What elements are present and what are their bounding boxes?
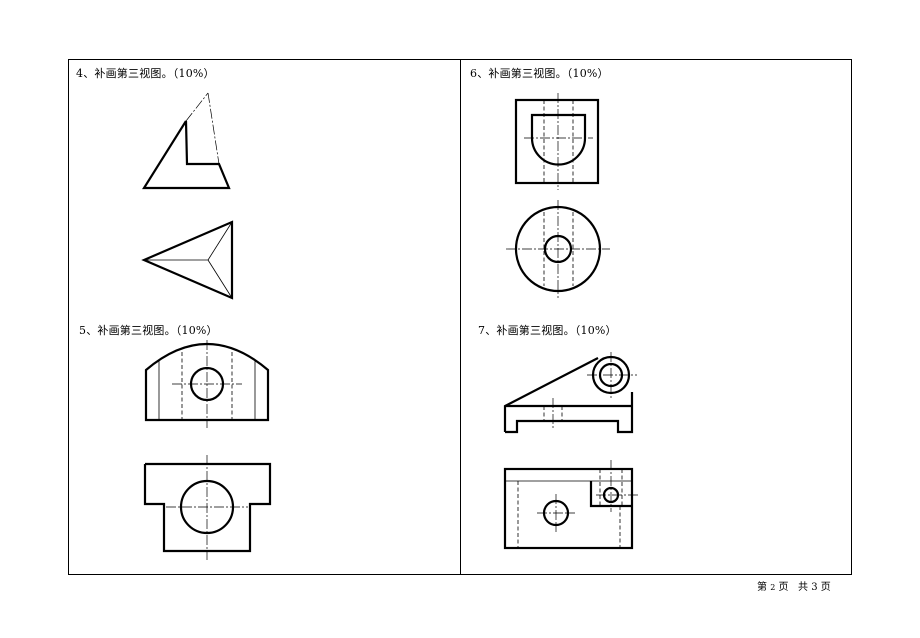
p7-top-view	[503, 460, 640, 550]
p5-top-view	[143, 455, 272, 560]
problem-6-label: 6、补画第三视图。（10%）	[470, 67, 609, 80]
p4-front-view	[142, 92, 231, 190]
p7-front-view	[503, 352, 637, 434]
page-unit: 页	[778, 582, 789, 593]
problem-4-label: 4、补画第三视图。（10%）	[76, 67, 215, 80]
total-unit: 页	[820, 582, 831, 593]
p6-top-view	[506, 200, 610, 298]
total-prefix: 共	[798, 582, 809, 593]
page-prefix: 第	[757, 582, 767, 593]
column-divider	[460, 59, 461, 575]
p6-front-view	[514, 93, 600, 190]
p5-front-view	[144, 340, 270, 428]
problem-7-label: 7、补画第三视图。（10%）	[478, 324, 617, 337]
p4-top-view	[141, 220, 234, 300]
page-footer: 第 2 页 共 3 页	[757, 578, 831, 593]
problem-5-label: 5、补画第三视图。（10%）	[79, 324, 218, 337]
page-number: 2	[770, 583, 776, 592]
total-number: 3	[811, 582, 818, 593]
